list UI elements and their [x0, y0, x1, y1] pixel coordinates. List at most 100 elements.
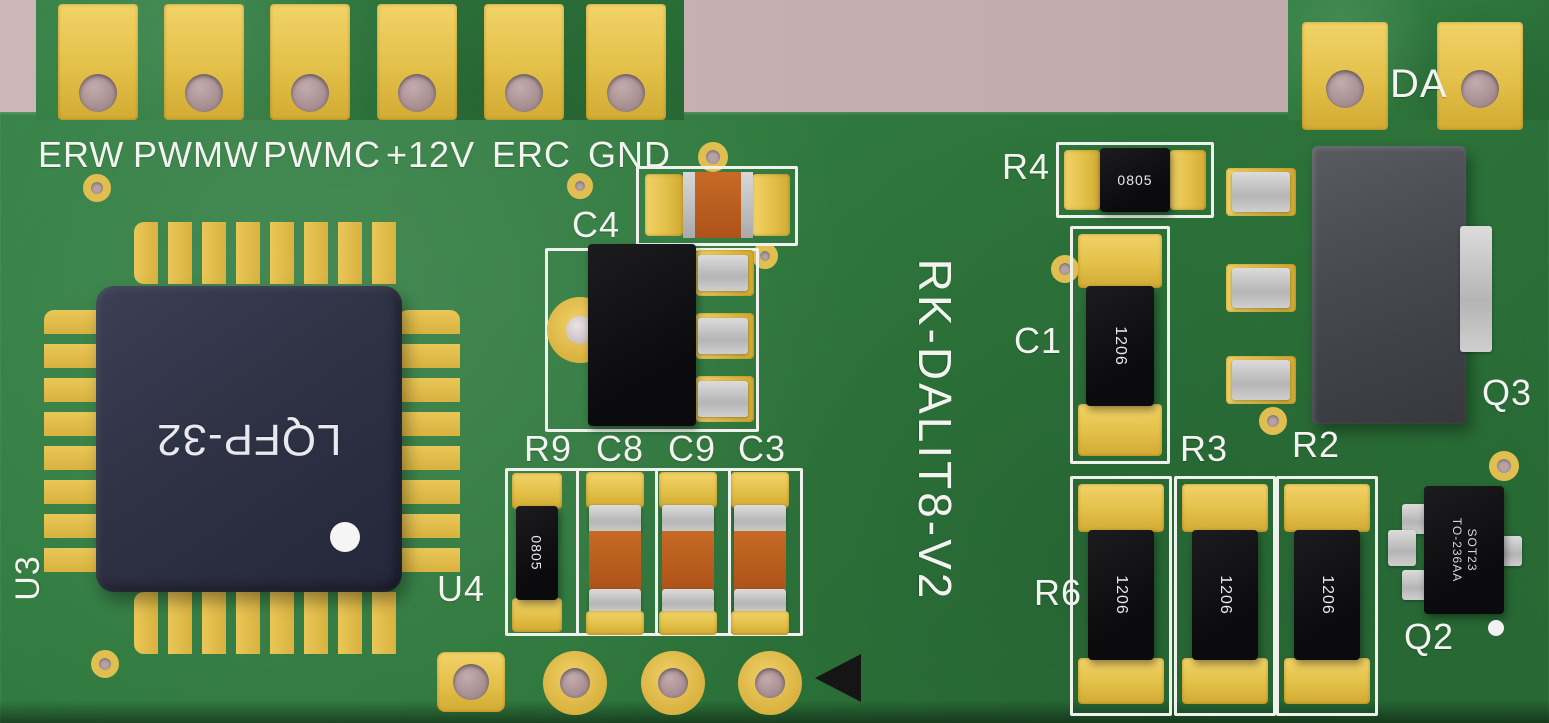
connector-hole — [79, 74, 117, 112]
r3-pad — [1182, 484, 1268, 532]
c4-capacitor-body — [683, 172, 753, 238]
label-12v: +12V — [386, 134, 476, 175]
via — [567, 173, 593, 199]
label-q2: Q2 — [1404, 616, 1455, 657]
connector-hole — [607, 74, 645, 112]
connector-hole — [505, 74, 543, 112]
via — [91, 650, 119, 678]
label-c4: C4 — [572, 204, 621, 245]
c1-pad — [1078, 404, 1162, 456]
c4-terminal — [683, 172, 695, 238]
regulator-lead — [698, 255, 748, 291]
c8-terminal — [589, 589, 641, 613]
c9-body — [662, 531, 714, 591]
c1-marking: 1206 — [1112, 326, 1129, 366]
r3-silkscreen-outline — [1174, 476, 1276, 716]
polarity-triangle — [815, 654, 861, 702]
c3-body — [734, 531, 786, 591]
group-silkscreen-divider — [728, 468, 731, 636]
label-r9: R9 — [524, 428, 573, 469]
connector-hole — [291, 74, 329, 112]
group-silkscreen-divider — [576, 468, 579, 636]
label-pwmw: PWMW — [133, 134, 259, 175]
r6-body: 1206 — [1088, 530, 1154, 660]
q2-lead — [1402, 570, 1426, 600]
c3-pad — [731, 472, 789, 508]
q2-marking-line1: SOT23 — [1464, 528, 1479, 572]
via — [83, 174, 111, 202]
r4-body: 0805 — [1100, 148, 1170, 212]
label-r3: R3 — [1180, 428, 1229, 469]
r3-marking: 1206 — [1217, 575, 1234, 615]
r4-pad — [1064, 150, 1100, 210]
c1-silkscreen-outline — [1070, 226, 1170, 464]
q2-marking-line2: TO-236AA — [1449, 517, 1464, 583]
via — [1051, 255, 1079, 283]
r9-pad — [512, 598, 562, 632]
round-pad-hole — [658, 668, 688, 698]
q2-side-pad — [1388, 530, 1416, 566]
group-silkscreen-outline — [505, 468, 803, 636]
via — [1489, 451, 1519, 481]
pcb-board-tab-left — [36, 0, 684, 120]
u3-pins-top — [134, 222, 406, 284]
label-r2: R2 — [1292, 424, 1341, 465]
r2-marking: 1206 — [1319, 575, 1336, 615]
q3-left-pad-solder — [1232, 268, 1290, 308]
r4-marking: 0805 — [1117, 172, 1153, 188]
label-c3: C3 — [738, 428, 787, 469]
c1-pad — [1078, 234, 1162, 288]
r2-pad — [1284, 658, 1370, 704]
c8-pad — [586, 472, 644, 508]
u3-pin1-dot — [330, 522, 360, 552]
q2-body: SOT23 TO-236AA — [1424, 486, 1504, 614]
q3-body — [1312, 146, 1466, 424]
label-c9: C9 — [668, 428, 717, 469]
label-da: DA — [1390, 62, 1448, 106]
q2-white-dot — [1488, 620, 1504, 636]
r4-silkscreen-outline — [1056, 142, 1214, 218]
c4-ceramic — [695, 172, 741, 238]
q2-marking: SOT23 TO-236AA — [1449, 518, 1479, 582]
regulator-lead — [698, 381, 748, 417]
q3-left-pad-solder — [1232, 360, 1290, 400]
label-u4: U4 — [437, 568, 486, 609]
r2-pad — [1284, 484, 1370, 532]
q3-tab — [1460, 226, 1492, 352]
label-r6: R6 — [1034, 572, 1083, 613]
via — [1259, 407, 1287, 435]
r6-marking: 1206 — [1113, 575, 1130, 615]
c8-pad — [586, 611, 644, 635]
u3-pins-left — [44, 310, 106, 582]
label-erw: ERW — [38, 134, 125, 175]
u3-pins-bottom — [134, 592, 406, 654]
r9-body: 0805 — [516, 506, 558, 600]
r3-body: 1206 — [1192, 530, 1258, 660]
q2-lead — [1402, 504, 1426, 534]
c4-terminal — [741, 172, 753, 238]
round-pad-hole — [755, 668, 785, 698]
c9-pad — [659, 472, 717, 508]
label-pwmc: PWMC — [263, 134, 381, 175]
regulator-lead — [698, 318, 748, 354]
r6-silkscreen-outline — [1070, 476, 1172, 716]
board-title: RK-DALIT8-V2 — [909, 258, 961, 602]
r4-pad — [1170, 150, 1206, 210]
connector-hole — [1326, 70, 1364, 108]
connector-hole — [398, 74, 436, 112]
r9-pad — [512, 473, 562, 509]
connector-hole — [185, 74, 223, 112]
c3-terminal — [734, 589, 786, 613]
label-erc: ERC — [492, 134, 572, 175]
label-r4: R4 — [1002, 146, 1051, 187]
r2-body: 1206 — [1294, 530, 1360, 660]
r2-silkscreen-outline — [1276, 476, 1378, 716]
group-silkscreen-divider — [655, 468, 658, 636]
label-c1: C1 — [1014, 320, 1063, 361]
connector-hole — [1461, 70, 1499, 108]
c9-pad — [659, 611, 717, 635]
u3-package-marking: LQFP-32 — [156, 415, 342, 464]
square-pad-hole — [453, 664, 489, 700]
c9-terminal — [662, 505, 714, 533]
